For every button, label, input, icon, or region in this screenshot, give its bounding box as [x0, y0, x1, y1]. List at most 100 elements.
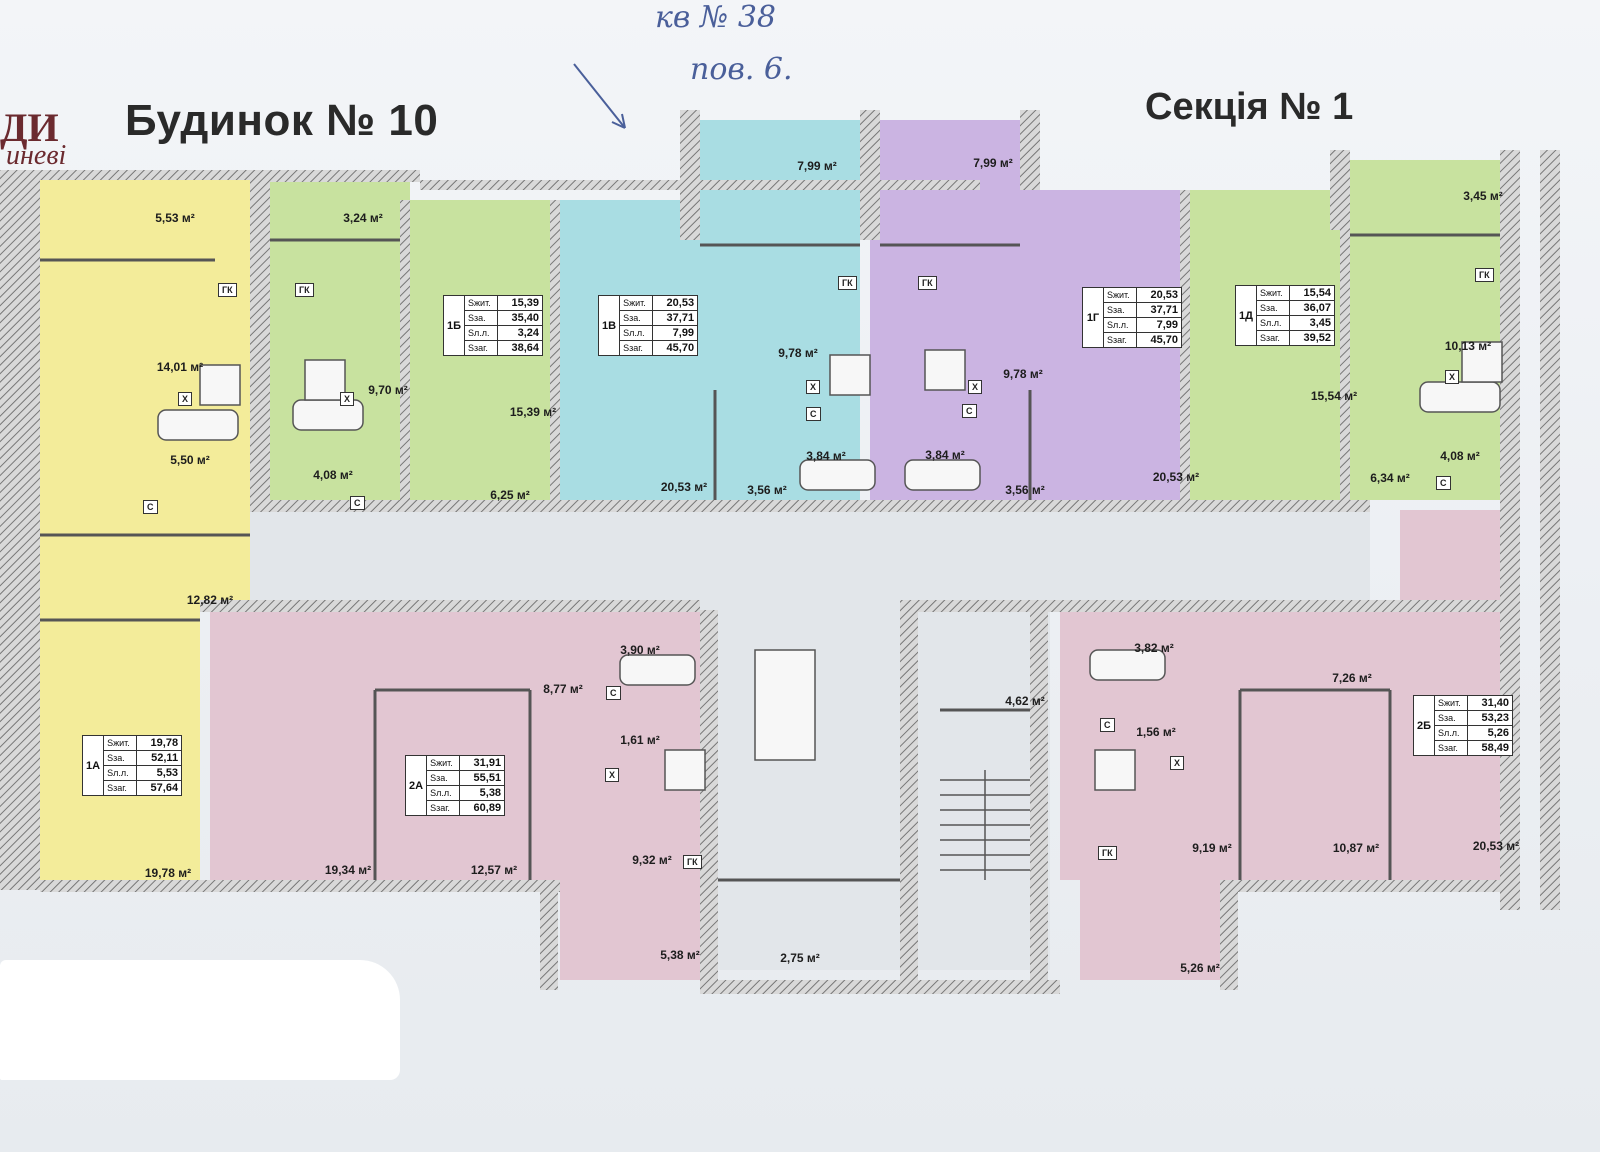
- area-value: 36,07: [1289, 300, 1335, 316]
- area-table-row: Sзаг.38,64: [444, 340, 544, 356]
- stair-steps: [940, 770, 1030, 880]
- apartment-1d: [1190, 160, 1500, 500]
- area-table-row: Sзаг.60,89: [406, 800, 506, 816]
- area-type: Sза.: [1434, 710, 1469, 726]
- apartment-id: 1Г: [1082, 287, 1104, 348]
- area-value: 60,89: [459, 800, 506, 816]
- area-label: 5,50 м²: [170, 453, 210, 467]
- appliance-tag: X: [605, 768, 620, 782]
- gas-boiler-tag: ГК: [918, 276, 937, 290]
- area-table-row: Sзаг.58,49: [1414, 740, 1514, 756]
- logo-text: ДИ: [0, 105, 59, 150]
- area-type: Sзаг.: [1256, 330, 1290, 346]
- area-label: 15,54 м²: [1310, 389, 1358, 403]
- area-value: 7,99: [652, 325, 699, 341]
- area-value: 31,40: [1467, 695, 1514, 711]
- bathroom-fixtures: [157, 341, 1503, 791]
- area-value: 5,38: [459, 785, 506, 801]
- area-label: 9,78 м²: [1003, 367, 1043, 381]
- area-value: 45,70: [652, 340, 699, 356]
- area-type: Sл.л.: [426, 785, 461, 801]
- area-label: 3,82 м²: [1134, 641, 1174, 655]
- apartment-id: 2Б: [1412, 695, 1436, 756]
- area-label: 9,32 м²: [632, 853, 672, 867]
- area-table-row: Sза.55,51: [406, 770, 506, 786]
- partitions: [40, 233, 1500, 882]
- area-type: Sза.: [464, 310, 499, 326]
- apartment-id: 1В: [597, 295, 621, 356]
- appliance-tag: X: [340, 392, 355, 406]
- area-table-row: Sза.52,11: [83, 750, 183, 766]
- area-type: Sжит.: [619, 295, 654, 311]
- area-label: 1,56 м²: [1136, 725, 1176, 739]
- area-label: 8,77 м²: [543, 682, 583, 696]
- area-value: 15,54: [1289, 285, 1335, 301]
- sink-tag: C: [606, 686, 621, 700]
- apartment-id: 2А: [404, 755, 428, 816]
- area-value: 5,26: [1467, 725, 1514, 741]
- area-value: 58,49: [1467, 740, 1514, 756]
- area-type: Sжит.: [1103, 287, 1137, 303]
- redaction-patch: [0, 960, 400, 1080]
- area-type: Sза.: [1103, 302, 1137, 318]
- area-type: Sжит.: [464, 295, 499, 311]
- area-label: 3,56 м²: [1005, 483, 1045, 497]
- area-type: Sзаг.: [619, 340, 654, 356]
- area-type: Sзаг.: [103, 780, 138, 796]
- area-label: 4,08 м²: [313, 468, 353, 482]
- section-title: Секція № 1: [1145, 86, 1354, 128]
- area-value: 31,91: [459, 755, 506, 771]
- area-label: 19,78 м²: [144, 866, 192, 880]
- area-table-row: Sзаг.45,70: [1083, 332, 1182, 348]
- floor-plan-drawing: [0, 110, 1560, 994]
- area-value: 35,40: [497, 310, 544, 326]
- area-table-row: Sза.37,71: [1083, 302, 1182, 318]
- area-label: 9,19 м²: [1192, 841, 1232, 855]
- area-value: 3,45: [1289, 315, 1335, 331]
- area-label: 6,34 м²: [1370, 471, 1410, 485]
- area-value: 37,71: [652, 310, 699, 326]
- area-label: 9,78 м²: [778, 346, 818, 360]
- area-label: 12,82 м²: [186, 593, 234, 607]
- apartment-id: 1Д: [1235, 285, 1257, 346]
- area-value: 5,53: [136, 765, 183, 781]
- area-label: 4,08 м²: [1440, 449, 1480, 463]
- area-label: 15,39 м²: [509, 405, 557, 419]
- area-type: Sза.: [1256, 300, 1290, 316]
- area-type: Sл.л.: [1434, 725, 1469, 741]
- area-label: 10,87 м²: [1332, 841, 1380, 855]
- area-label: 3,84 м²: [806, 449, 846, 463]
- area-table-row: Sзаг.57,64: [83, 780, 183, 796]
- area-type: Sжит.: [1256, 285, 1290, 301]
- stairwell-area: [700, 600, 1050, 970]
- area-type: Sл.л.: [103, 765, 138, 781]
- gas-boiler-tag: ГК: [295, 283, 314, 297]
- area-label: 1,61 м²: [620, 733, 660, 747]
- handwritten-floor-note: пов. 6.: [690, 52, 793, 87]
- area-table-row: Sл.л.5,53: [83, 765, 183, 781]
- area-value: 37,71: [1136, 302, 1182, 318]
- area-label: 12,57 м²: [470, 863, 518, 877]
- area-table-row: Sзаг.45,70: [599, 340, 699, 356]
- sink-tag: C: [143, 500, 158, 514]
- apartment-id: 1Б: [442, 295, 466, 356]
- area-label: 6,25 м²: [490, 488, 530, 502]
- appliance-tag: X: [178, 392, 193, 406]
- area-label: 7,26 м²: [1332, 671, 1372, 685]
- area-type: Sл.л.: [619, 325, 654, 341]
- area-type: Sза.: [103, 750, 138, 766]
- area-type: Sзаг.: [464, 340, 499, 356]
- area-value: 55,51: [459, 770, 506, 786]
- area-value: 20,53: [1136, 287, 1182, 303]
- walls: [0, 110, 1560, 994]
- area-label: 2,75 м²: [780, 951, 820, 965]
